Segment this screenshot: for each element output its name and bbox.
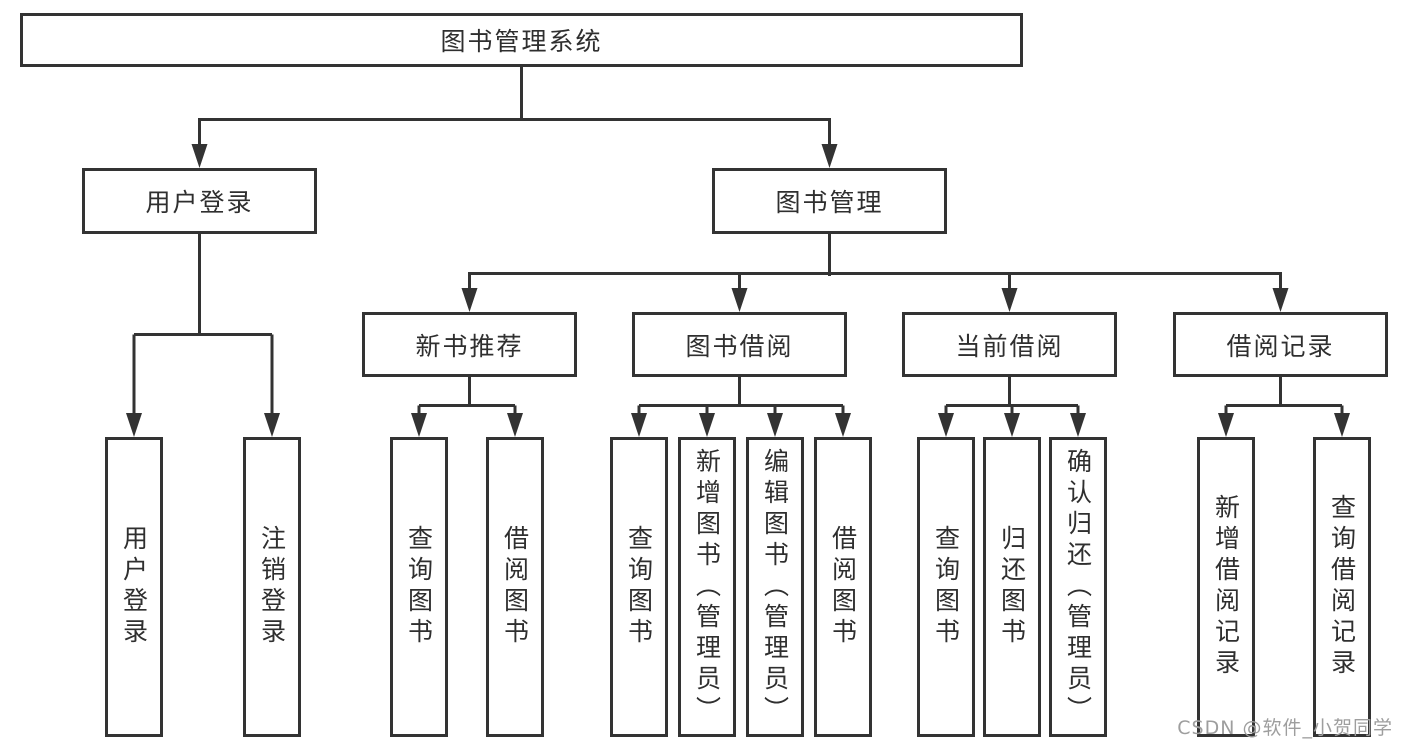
watermark: CSDN @软件_小贺同学 bbox=[1177, 717, 1393, 739]
node-book-borrowing-label: 图书借阅 bbox=[685, 331, 794, 361]
node-user-login: 用户登录 bbox=[82, 168, 317, 234]
leaf-logout-label: 注销登录 bbox=[257, 525, 287, 649]
leaf-borrow-books-recommend: 借阅图书 bbox=[486, 437, 544, 737]
leaf-edit-books-admin-label: 编辑图书（管理员） bbox=[760, 447, 790, 727]
node-new-book-recommend-label: 新书推荐 bbox=[415, 331, 524, 361]
leaf-add-borrow-record: 新增借阅记录 bbox=[1197, 437, 1255, 737]
leaf-query-books-current: 查询图书 bbox=[917, 437, 975, 737]
arrow-head bbox=[1272, 288, 1289, 312]
leaf-add-borrow-record-label: 新增借阅记录 bbox=[1211, 494, 1241, 680]
arrow-head bbox=[631, 413, 647, 437]
arrow-head bbox=[699, 413, 715, 437]
leaf-confirm-return-admin: 确认归还（管理员） bbox=[1049, 437, 1107, 737]
leaf-borrow-books-recommend-label: 借阅图书 bbox=[500, 525, 530, 649]
arrow-head bbox=[1070, 413, 1086, 437]
leaf-return-books-label: 归还图书 bbox=[997, 525, 1027, 649]
node-current-borrowing-label: 当前借阅 bbox=[955, 331, 1064, 361]
leaf-query-books-borrowing: 查询图书 bbox=[610, 437, 668, 737]
node-borrowing-records-label: 借阅记录 bbox=[1226, 331, 1335, 361]
leaf-user-login: 用户登录 bbox=[105, 437, 163, 737]
leaf-confirm-return-admin-label: 确认归还（管理员） bbox=[1063, 447, 1093, 727]
leaf-return-books: 归还图书 bbox=[983, 437, 1041, 737]
arrow-head bbox=[507, 413, 523, 437]
leaf-query-books-recommend: 查询图书 bbox=[390, 437, 448, 737]
arrow-head bbox=[461, 288, 478, 312]
node-borrowing-records: 借阅记录 bbox=[1173, 312, 1388, 377]
leaf-query-borrow-record: 查询借阅记录 bbox=[1313, 437, 1371, 737]
leaf-borrow-books: 借阅图书 bbox=[814, 437, 872, 737]
node-current-borrowing: 当前借阅 bbox=[902, 312, 1117, 377]
node-user-login-label: 用户登录 bbox=[145, 188, 254, 217]
arrow-head bbox=[731, 288, 748, 312]
leaf-query-books-borrowing-label: 查询图书 bbox=[624, 525, 654, 649]
arrow-head bbox=[821, 144, 838, 168]
node-book-borrowing: 图书借阅 bbox=[632, 312, 847, 377]
leaf-query-books-recommend-label: 查询图书 bbox=[404, 525, 434, 649]
leaf-borrow-books-label: 借阅图书 bbox=[828, 525, 858, 649]
leaf-add-books-admin: 新增图书（管理员） bbox=[678, 437, 736, 737]
arrow-head bbox=[1001, 288, 1018, 312]
leaf-add-books-admin-label: 新增图书（管理员） bbox=[692, 447, 722, 727]
leaf-edit-books-admin: 编辑图书（管理员） bbox=[746, 437, 804, 737]
leaf-query-borrow-record-label: 查询借阅记录 bbox=[1327, 494, 1357, 680]
arrow-head bbox=[938, 413, 954, 437]
arrow-head bbox=[264, 413, 280, 437]
node-new-book-recommend: 新书推荐 bbox=[362, 312, 577, 377]
leaf-logout: 注销登录 bbox=[243, 437, 301, 737]
arrow-head bbox=[1004, 413, 1020, 437]
arrow-head bbox=[126, 413, 142, 437]
arrow-head bbox=[1334, 413, 1350, 437]
arrow-head bbox=[191, 144, 208, 168]
arrow-head bbox=[767, 413, 783, 437]
arrow-head bbox=[835, 413, 851, 437]
node-book-management: 图书管理 bbox=[712, 168, 947, 234]
node-root-label: 图书管理系统 bbox=[440, 27, 603, 56]
node-book-management-label: 图书管理 bbox=[775, 188, 884, 217]
node-root: 图书管理系统 bbox=[20, 13, 1023, 67]
leaf-user-login-label: 用户登录 bbox=[119, 525, 149, 649]
leaf-query-books-current-label: 查询图书 bbox=[931, 525, 961, 649]
arrow-head bbox=[1218, 413, 1234, 437]
arrow-head bbox=[411, 413, 427, 437]
